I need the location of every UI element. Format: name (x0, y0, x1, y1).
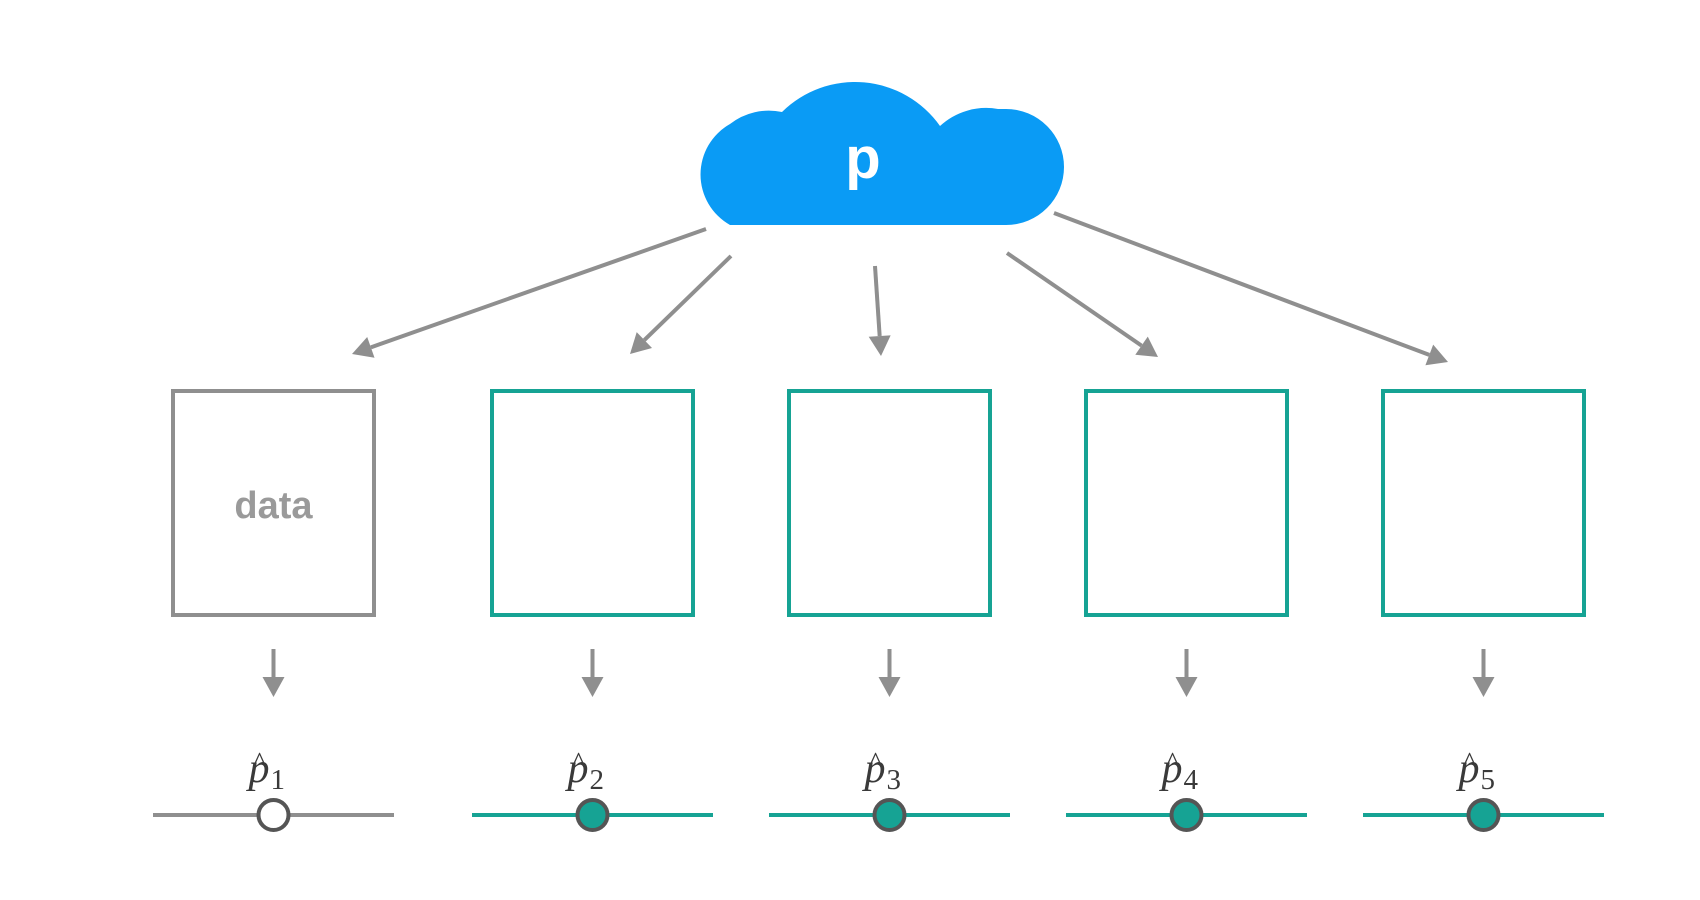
estimate-5: p^5 (1363, 746, 1604, 832)
estimate-1: p^1 (153, 746, 394, 832)
estimate-letter: p (565, 746, 589, 792)
estimate-subscript: 5 (1481, 764, 1496, 796)
estimate-arrow-1 (262, 649, 285, 697)
estimate-hat: ^ (571, 746, 585, 779)
sample-box-5 (1381, 389, 1586, 617)
estimate-4: p^4 (1066, 746, 1307, 832)
estimate-arrow-4 (1175, 649, 1198, 697)
estimate-subscript: 2 (590, 764, 605, 796)
cloud-arrows (352, 211, 1448, 366)
estimate-arrow-5 (1472, 649, 1495, 697)
estimate-hat: ^ (868, 746, 882, 779)
estimate-subscript: 1 (271, 764, 286, 796)
estimate-hat: ^ (252, 746, 266, 779)
cloud-label: p (845, 126, 880, 191)
sample-box-1: data (171, 389, 376, 617)
box-label: data (234, 485, 313, 527)
estimate-letter: p (1159, 746, 1183, 792)
cloud-arrow-4 (1005, 251, 1158, 357)
sample-box-3 (787, 389, 992, 617)
cloud-icon (700, 82, 1064, 225)
sample-boxes: data (171, 389, 1586, 617)
estimate-hat: ^ (1165, 746, 1179, 779)
estimate-point (872, 798, 907, 832)
population-cloud: p (700, 82, 1064, 225)
estimate-3: p^3 (769, 746, 1010, 832)
estimate-hat: ^ (1462, 746, 1476, 779)
estimate-letter: p (1456, 746, 1480, 792)
sample-box-4 (1084, 389, 1289, 617)
estimate-2: p^2 (472, 746, 713, 832)
estimate-letter: p (862, 746, 886, 792)
cloud-arrow-5 (1053, 211, 1448, 366)
estimate-point (1466, 798, 1501, 832)
estimate-point (1169, 798, 1204, 832)
estimate-arrow-2 (581, 649, 604, 697)
cloud-arrow-3 (868, 265, 891, 356)
estimate-arrow-3 (878, 649, 901, 697)
estimate-subscript: 4 (1184, 764, 1199, 796)
estimate-point (575, 798, 610, 832)
estimate-subscript: 3 (887, 764, 902, 796)
estimate-letter: p (246, 746, 270, 792)
estimate-arrows (262, 649, 1495, 697)
cloud-arrow-1 (352, 227, 707, 358)
sample-box-2 (490, 389, 695, 617)
estimate-point (256, 798, 291, 832)
cloud-arrow-2 (630, 254, 733, 354)
